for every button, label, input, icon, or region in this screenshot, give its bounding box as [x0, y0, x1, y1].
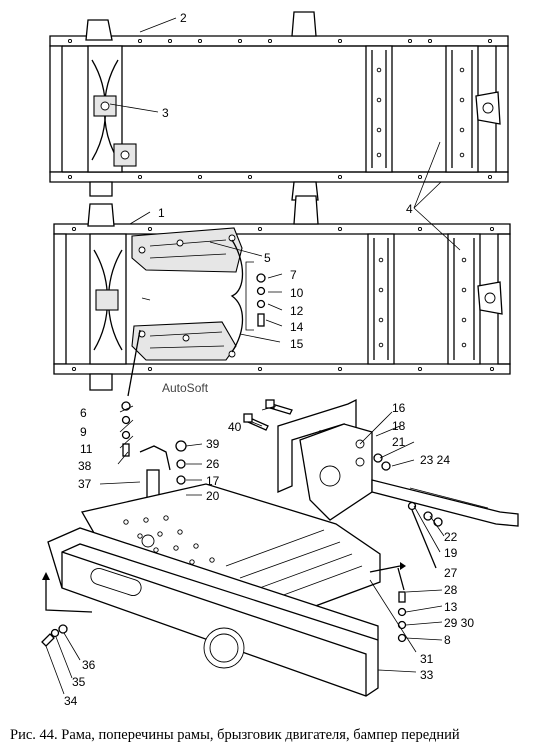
callout-6: 6 [80, 406, 87, 420]
callout-10: 10 [290, 286, 304, 300]
callout-35: 37 [78, 477, 92, 491]
bolt-38 [243, 413, 269, 431]
callout-22: 22 [444, 530, 458, 544]
callout-29-30: 31 [420, 652, 434, 666]
callout-18: 18 [392, 419, 406, 433]
callout-28: 29 30 [444, 616, 474, 630]
callout-38: 40 [228, 420, 242, 434]
callout-21: 21 [392, 435, 406, 449]
callout-33: 35 [72, 675, 86, 689]
front-bumper-assembly [41, 398, 519, 697]
callout-37: 39 [206, 437, 220, 451]
callout-32: 34 [64, 694, 78, 708]
callout-17: 17 [206, 474, 220, 488]
callout-5: 5 [264, 251, 271, 265]
callout-25: 26 [206, 457, 220, 471]
callout-34: 36 [82, 658, 96, 672]
callout-16: 16 [392, 401, 406, 415]
watermark: AutoSoft [162, 381, 209, 395]
callout-31: 33 [420, 668, 434, 682]
callout-12: 12 [290, 304, 304, 318]
bolt-39 [265, 399, 293, 415]
leader-lines [45, 17, 461, 695]
callout-8: 8 [444, 633, 451, 647]
callout-15: 15 [290, 337, 304, 351]
callout-26: 27 [444, 566, 458, 580]
frame-assembly-bottom [53, 195, 511, 391]
callout-13: 13 [444, 600, 458, 614]
splash-shield-fasteners [256, 273, 266, 327]
figure-caption: Рис. 44. Рама, поперечины рамы, брызгови… [10, 727, 460, 743]
callout-1: 1 [158, 206, 165, 220]
bolt-32 [41, 633, 55, 647]
callout-9: 9 [80, 425, 87, 439]
callout-4: 4 [406, 202, 413, 216]
callout-19: 19 [444, 546, 458, 560]
callout-23-24: 23 24 [420, 453, 450, 467]
callout-3: 3 [162, 106, 169, 120]
callout-14: 14 [290, 320, 304, 334]
callout-27: 28 [444, 583, 458, 597]
callout-labels: 2 3 4 1 5 7 10 12 14 15 6 9 11 38 37 40 … [64, 11, 474, 708]
callout-7: 7 [290, 268, 297, 282]
callout-36: 38 [78, 459, 92, 473]
frame-assembly-top [49, 11, 509, 201]
callout-20: 20 [206, 489, 220, 503]
exploded-view-diagram: 2 3 4 1 5 7 10 12 14 15 6 9 11 38 37 40 … [41, 11, 519, 708]
callout-11: 11 [80, 442, 93, 456]
callout-2: 2 [180, 11, 187, 25]
